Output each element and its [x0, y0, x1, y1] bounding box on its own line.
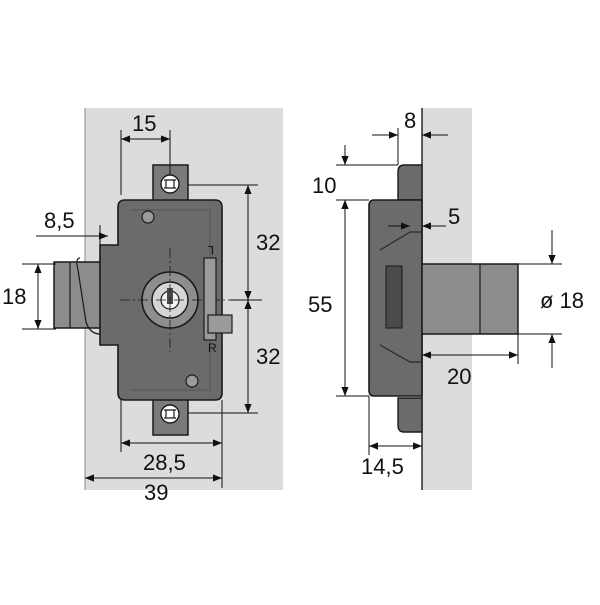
dim-32-top-label: 32 [256, 230, 280, 255]
bottom-screw-detail [164, 409, 176, 419]
dim-15-label: 15 [132, 111, 156, 136]
hand-selector-knob [207, 314, 233, 334]
mark-l: L [207, 243, 214, 257]
lower-rivet [185, 374, 199, 388]
side-body-bevel [379, 231, 422, 363]
dim-8-5-label: 8,5 [44, 208, 75, 233]
side-slot [385, 265, 403, 329]
bottom-screw-hole [160, 404, 180, 424]
dim-14-5-label: 14,5 [361, 454, 404, 479]
front-view: L R 15 8,5 18 32 32 28,5 39 [2, 108, 283, 505]
dim-39-label: 39 [144, 480, 168, 505]
side-mount-flange [397, 164, 423, 433]
side-view: 8 10 5 55 ø 18 20 14,5 [308, 108, 584, 490]
mark-r: R [208, 341, 217, 355]
dim-32-bottom-label: 32 [256, 344, 280, 369]
keyway [167, 288, 173, 304]
dim-8-label: 8 [404, 108, 416, 133]
dim-18-label: 18 [2, 284, 26, 309]
dim-5-label: 5 [448, 204, 460, 229]
upper-rivet [141, 210, 155, 224]
dim-20-label: 20 [447, 364, 471, 389]
dim-28-5-label: 28,5 [143, 450, 186, 475]
dim-diameter-label: ø 18 [540, 288, 584, 313]
top-screw-detail [164, 179, 176, 189]
dim-10-label: 10 [312, 173, 336, 198]
top-screw-hole [160, 174, 180, 194]
dim-55-label: 55 [308, 292, 332, 317]
side-bolt [421, 263, 519, 335]
